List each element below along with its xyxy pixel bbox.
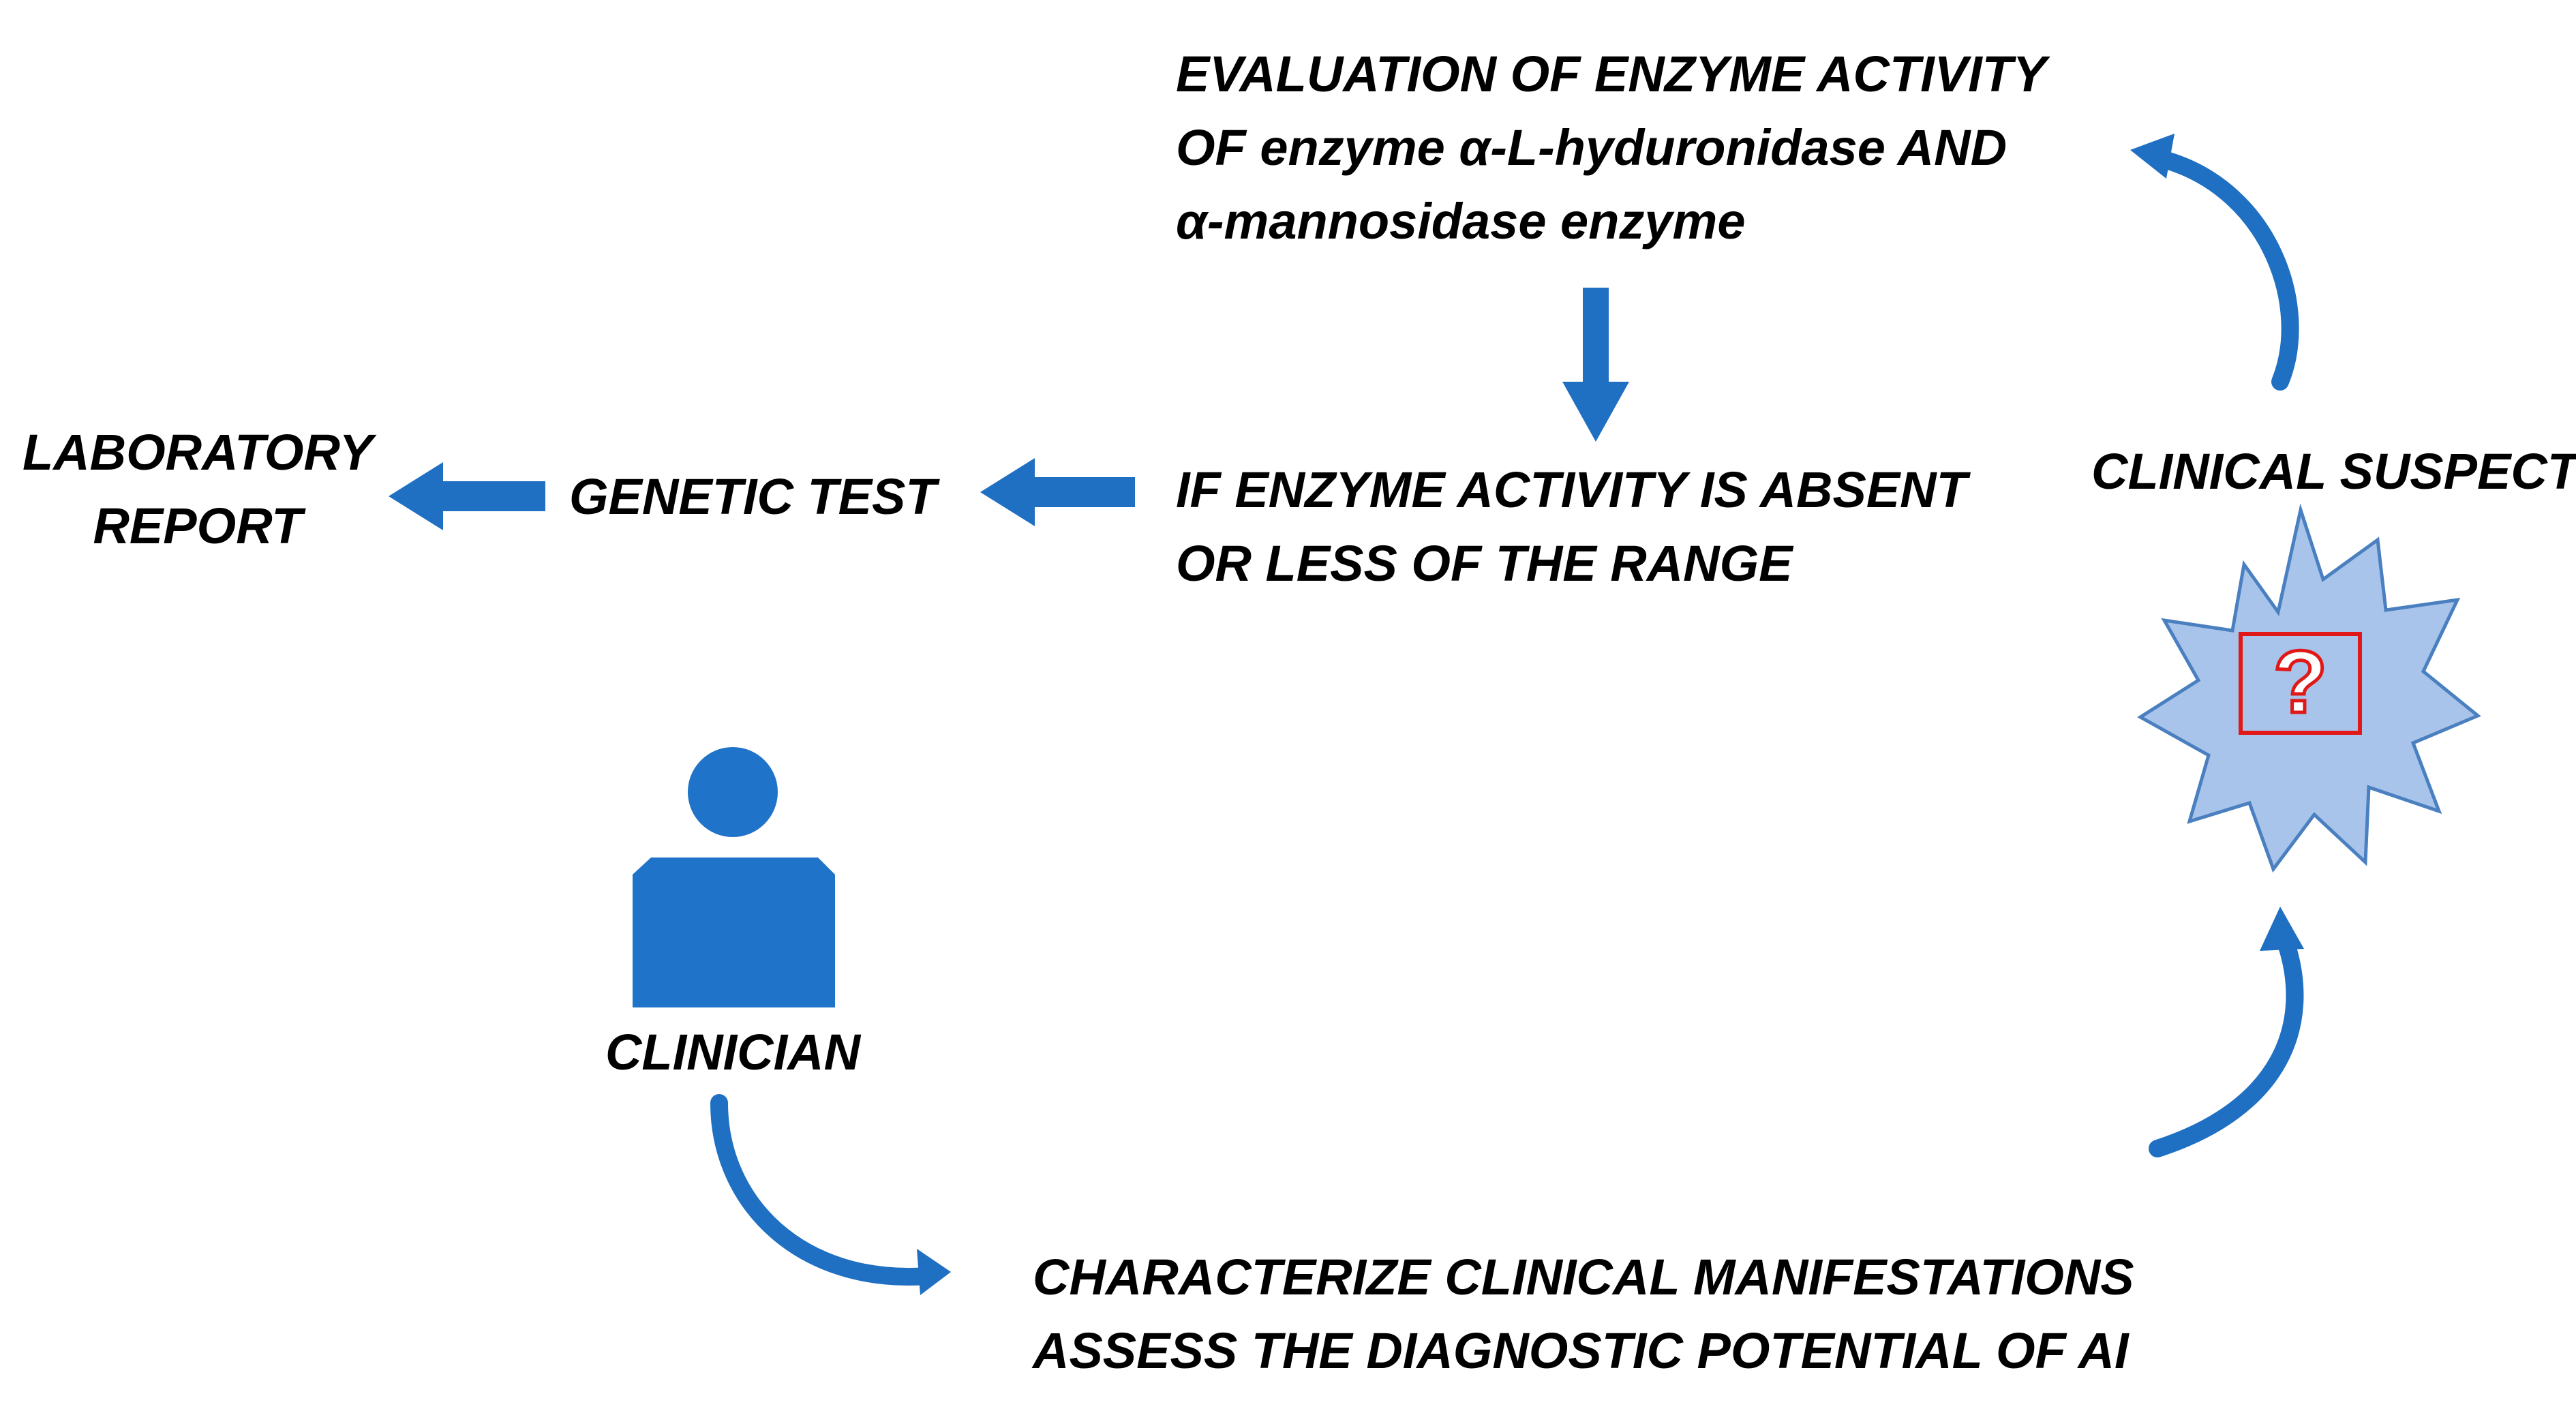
characterize-line-1: CHARACTERIZE CLINICAL MANIFESTATIONS	[1033, 1249, 2134, 1305]
question-mark-icon: ?	[2271, 631, 2329, 733]
curved-arrow-clinician-icon	[710, 1094, 951, 1295]
question-box	[2239, 632, 2362, 735]
left-arrow-report-icon	[389, 462, 545, 530]
curved-arrow-up-icon	[2149, 907, 2304, 1157]
laboratory-report-line-1: LABORATORY	[22, 424, 373, 481]
person-icon	[633, 747, 835, 1007]
starburst-icon	[2137, 503, 2481, 873]
laboratory-report-label: LABORATORY REPORT	[14, 416, 382, 563]
characterize-line-2: ASSESS THE DIAGNOSTIC POTENTIAL OF AI	[1033, 1322, 2129, 1379]
clinician-label: CLINICIAN	[605, 1024, 861, 1080]
down-arrow-icon	[1562, 288, 1629, 442]
if-absent-line-2: OR LESS OF THE RANGE	[1176, 535, 1793, 592]
characterize-text: CHARACTERIZE CLINICAL MANIFESTATIONS ASS…	[1033, 1241, 2134, 1388]
evaluation-line-3: α-mannosidase enzyme	[1176, 193, 1746, 249]
evaluation-line-1: EVALUATION OF ENZYME ACTIVITY	[1176, 46, 2047, 102]
evaluation-text: EVALUATION OF ENZYME ACTIVITY OF enzyme …	[1176, 37, 2046, 258]
laboratory-report-line-2: REPORT	[93, 498, 303, 554]
curved-arrow-top-icon	[2130, 134, 2299, 391]
left-arrow-genetic-icon	[980, 458, 1135, 526]
if-absent-line-1: IF ENZYME ACTIVITY IS ABSENT	[1176, 461, 1967, 518]
genetic-test-label: GENETIC TEST	[569, 468, 937, 525]
evaluation-line-2: OF enzyme α-L-hyduronidase AND	[1176, 119, 2007, 176]
if-absent-text: IF ENZYME ACTIVITY IS ABSENT OR LESS OF …	[1176, 453, 1967, 601]
clinical-suspect-label: CLINICAL SUSPECT	[2091, 443, 2576, 500]
